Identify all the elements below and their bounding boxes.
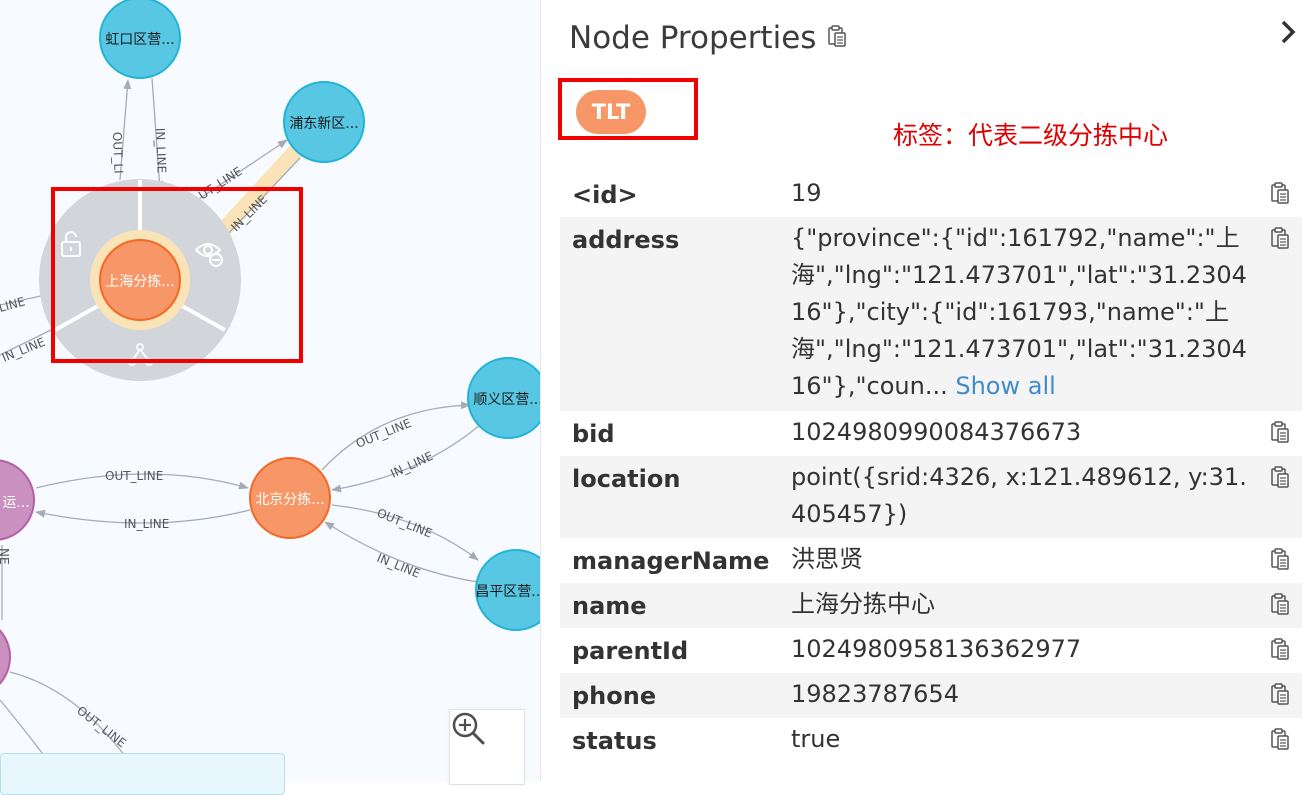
- edge-shunyi-beijing[interactable]: [331, 424, 481, 493]
- ring-divider-left: [54, 300, 106, 332]
- node-shanghai[interactable]: [99, 239, 181, 321]
- panel-header: Node Properties: [569, 20, 848, 56]
- copy-icon[interactable]: [1251, 547, 1291, 578]
- edge-shanghai-left-2[interactable]: [0, 327, 56, 356]
- property-key: <id>: [572, 181, 638, 209]
- property-value: 上海分拣中心: [791, 590, 935, 618]
- panel-divider[interactable]: [540, 0, 541, 781]
- edge-label-in-line-shunyi: IN_LINE: [388, 449, 435, 481]
- property-row-location: location point({srid:4326, x:121.489612,…: [560, 456, 1302, 538]
- property-key: bid: [572, 420, 615, 448]
- edge-left-beijing[interactable]: [35, 473, 249, 490]
- node-shunyi[interactable]: [467, 357, 540, 439]
- property-row-address: address {"province":{"id":161792,"name":…: [560, 217, 1302, 411]
- property-row-name: name 上海分拣中心: [560, 583, 1302, 628]
- node-changping[interactable]: [475, 549, 540, 631]
- edge-label-in-line-hongkou: IN_LINE: [153, 128, 169, 174]
- property-key: location: [572, 465, 681, 493]
- node-beijing-label: 北京分拣...: [255, 492, 324, 508]
- property-value: 1024980990084376673: [791, 418, 1082, 446]
- edge-label-in-line-left: IN_LINE: [0, 335, 47, 365]
- graph-canvas[interactable]: OUT_LI IN_LINE UT_LINE IN_LINE LINE IN_L…: [0, 0, 540, 795]
- lock-icon[interactable]: [61, 231, 81, 257]
- property-key: managerName: [572, 547, 770, 575]
- zoom-in-icon: [452, 712, 485, 745]
- collapse-panel-button[interactable]: [1278, 18, 1298, 53]
- property-key: phone: [572, 682, 657, 710]
- property-key: address: [572, 226, 680, 254]
- node-highlight-box: [51, 187, 303, 363]
- node-beijing[interactable]: [249, 457, 331, 539]
- property-row-status: status true: [560, 718, 1302, 763]
- property-value: true: [791, 725, 841, 753]
- copy-icon[interactable]: [826, 20, 848, 56]
- label-highlight-box: [558, 78, 698, 140]
- panel-title: Node Properties: [569, 20, 817, 56]
- property-row-parentid: parentId 1024980958136362977: [560, 628, 1302, 673]
- edge-label-in-line-changping: IN_LINE: [375, 551, 422, 581]
- edge-label-out-line-bottom: OUT_LINE: [74, 703, 129, 750]
- copy-icon[interactable]: [1251, 727, 1291, 758]
- node-changping-label: 昌平区营...: [475, 584, 540, 600]
- property-key: name: [572, 592, 647, 620]
- edge-hongkou-shanghai[interactable]: [151, 77, 164, 191]
- property-key: parentId: [572, 637, 689, 665]
- property-value: 洪思贤: [791, 545, 863, 573]
- copy-icon[interactable]: [1251, 420, 1291, 451]
- graph-bottom-panel: [0, 753, 285, 795]
- edge-beijing-left[interactable]: [35, 509, 251, 524]
- node-hongkou-label: 虹口区营...: [105, 32, 174, 48]
- property-key: status: [572, 727, 657, 755]
- property-row-id: <id> 19: [560, 172, 1302, 217]
- property-value: point({srid:4326, x:121.489612, y:31.405…: [791, 463, 1247, 528]
- label-badge-tlt[interactable]: TLT: [576, 90, 646, 134]
- edge-label-out-line-left: OUT_LINE: [105, 469, 163, 483]
- property-value: 19823787654: [791, 680, 959, 708]
- zoom-in-button[interactable]: [449, 709, 525, 785]
- node-left-partial-lower[interactable]: [0, 617, 11, 697]
- copy-icon[interactable]: [1251, 682, 1291, 713]
- show-all-link[interactable]: Show all: [955, 372, 1056, 400]
- hide-icon[interactable]: [194, 243, 223, 267]
- edge-beijing-shunyi[interactable]: [321, 401, 471, 471]
- edge-label-ut-line: UT_LINE: [196, 164, 245, 202]
- property-value: 1024980958136362977: [791, 635, 1082, 663]
- graph-svg[interactable]: OUT_LI IN_LINE UT_LINE IN_LINE LINE IN_L…: [0, 0, 540, 781]
- edge-label-out-line-changping: OUT_LINE: [375, 506, 434, 541]
- edge-changping-beijing[interactable]: [324, 521, 479, 583]
- edge-label-line-left: LINE: [0, 294, 27, 314]
- edge-beijing-changping[interactable]: [331, 504, 479, 561]
- chevron-right-icon: [1281, 20, 1296, 44]
- node-left-partial[interactable]: [0, 459, 35, 541]
- property-row-phone: phone 19823787654: [560, 673, 1302, 718]
- edge-shanghai-pudong[interactable]: [189, 139, 288, 206]
- node-hongkou[interactable]: [99, 0, 181, 79]
- property-value: 19: [791, 179, 822, 207]
- label-annotation: 标签：代表二级分拣中心: [893, 121, 1169, 150]
- ring-divider-right: [174, 300, 226, 332]
- properties-table: <id> 19 address {"province":{"id":161792…: [560, 172, 1302, 763]
- edge-shanghai-hongkou[interactable]: [119, 79, 132, 181]
- edge-shanghai-left-1[interactable]: [0, 294, 46, 306]
- property-value-address: {"province":{"id":161792,"name":"上海","ln…: [791, 220, 1251, 406]
- node-pudong[interactable]: [283, 81, 365, 163]
- copy-icon[interactable]: [1251, 637, 1291, 668]
- copy-icon[interactable]: [1251, 181, 1291, 212]
- node-left-partial-label: 运...: [2, 495, 29, 511]
- node-properties-panel: Node Properties TLT 标签：代表二级分拣中心 <id> 19 …: [541, 0, 1302, 781]
- copy-icon[interactable]: [1251, 465, 1291, 533]
- edge-label-out-li: OUT_LI: [110, 132, 125, 174]
- node-pudong-label: 浦东新区...: [289, 116, 358, 132]
- edge-label-ne: NE: [0, 548, 11, 565]
- property-row-managername: managerName 洪思贤: [560, 538, 1302, 583]
- copy-icon[interactable]: [1251, 226, 1291, 406]
- edge-left-down-2[interactable]: [9, 671, 136, 771]
- property-row-bid: bid 1024980990084376673: [560, 411, 1302, 456]
- node-shunyi-label: 顺义区营...: [473, 392, 540, 408]
- property-value-text: {"province":{"id":161792,"name":"上海","ln…: [791, 224, 1247, 400]
- node-shanghai-label: 上海分拣...: [105, 274, 174, 290]
- edge-label-out-line-shunyi: OUT_LINE: [354, 416, 413, 451]
- edge-label-in-line-beijing: IN_LINE: [124, 517, 169, 531]
- copy-icon[interactable]: [1251, 592, 1291, 623]
